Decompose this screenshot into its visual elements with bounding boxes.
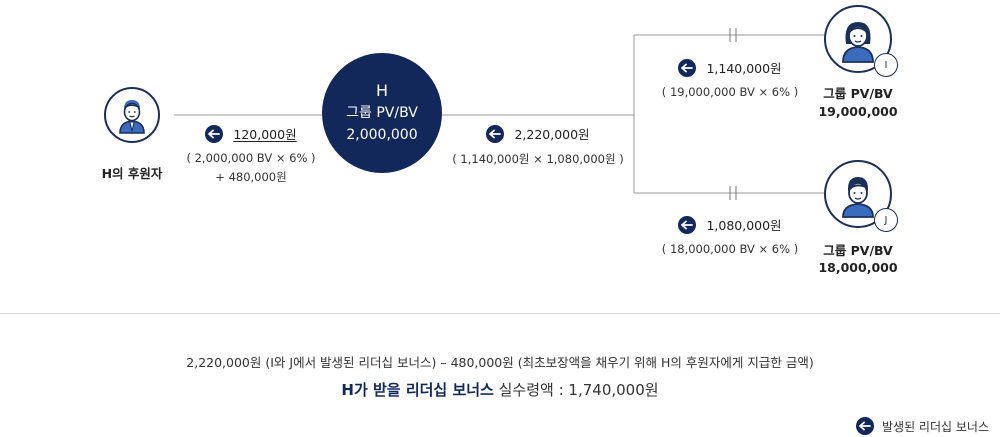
hub-circle-h: H 그룹 PV/BV 2,000,000 [322, 53, 442, 173]
arrow-left-icon [856, 417, 874, 435]
right-transfer: 2,220,000원 ( 1,140,000원 × 1,080,000원 ) [448, 124, 628, 167]
left-transfer-amount: 120,000원 [233, 127, 297, 142]
sponsor-avatar [104, 87, 160, 143]
hub-group-label: 그룹 PV/BV [346, 105, 418, 121]
member-j-value: 18,000,000 [818, 260, 898, 275]
hub-value: 2,000,000 [346, 127, 418, 143]
member-i-badge: I [874, 53, 898, 77]
member-j-transfer: 1,080,000원 ( 18,000,000 BV × 6% ) [650, 215, 810, 256]
right-transfer-formula: ( 1,140,000원 × 1,080,000원 ) [452, 152, 624, 166]
left-transfer: 120,000원 ( 2,000,000 BV × 6% ) + 480,000… [186, 124, 316, 185]
man-icon [842, 177, 874, 218]
left-transfer-formula: ( 2,000,000 BV × 6% ) [186, 151, 316, 165]
summary-line-1: 2,220,000원 (I와 J에서 발생된 리더십 보너스) – 480,00… [186, 355, 814, 370]
left-transfer-extra: + 480,000원 [215, 170, 287, 184]
legend: 발생된 리더십 보너스 [856, 417, 989, 435]
summary-net-amount: 실수령액 : 1,740,000원 [498, 381, 659, 399]
member-j-amount: 1,080,000원 [706, 218, 782, 233]
summary-result: H가 받을 리더십 보너스 실수령액 : 1,740,000원 [0, 379, 1000, 400]
hub-name: H [375, 81, 389, 100]
member-j-formula: ( 18,000,000 BV × 6% ) [661, 242, 799, 256]
sponsor-label: H의 후원자 [101, 166, 163, 181]
arrow-left-icon [678, 58, 697, 77]
section-divider [0, 313, 1000, 314]
arrow-left-icon [486, 124, 505, 143]
member-j-badge: J [874, 208, 898, 232]
arrow-left-icon [205, 124, 224, 143]
member-i-amount: 1,140,000원 [706, 61, 782, 76]
man-tie-icon [119, 100, 145, 134]
summary-title: H가 받을 리더십 보너스 [341, 381, 494, 399]
woman-icon [842, 22, 874, 63]
member-i-transfer: 1,140,000원 ( 19,000,000 BV × 6% ) [650, 58, 810, 99]
member-i-group-label: 그룹 PV/BV [823, 86, 893, 101]
arrow-left-icon [678, 215, 697, 234]
summary-formula: 2,220,000원 (I와 J에서 발생된 리더십 보너스) – 480,00… [0, 352, 1000, 371]
member-j-group-label: 그룹 PV/BV [823, 243, 893, 258]
member-j-avatar [824, 160, 892, 228]
legend-label: 발생된 리더십 보너스 [882, 419, 989, 434]
member-i-value: 19,000,000 [818, 104, 898, 119]
member-i-formula: ( 19,000,000 BV × 6% ) [661, 85, 799, 99]
right-transfer-amount: 2,220,000원 [514, 127, 590, 142]
